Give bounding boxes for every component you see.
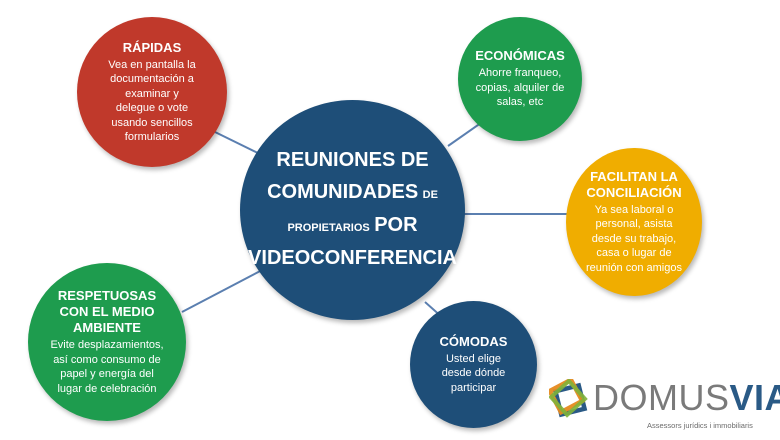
node-conciliacion-title: FACILITAN LA CONCILIACIÓN bbox=[586, 169, 681, 201]
text-line: así como consumo de bbox=[53, 353, 161, 366]
node-conciliacion: FACILITAN LA CONCILIACIÓN Ya sea laboral… bbox=[566, 148, 702, 296]
text-line: Usted elige bbox=[445, 352, 502, 365]
text-line: usando sencillos bbox=[111, 116, 193, 129]
logo-text-via: VIA bbox=[729, 377, 780, 418]
logo-tagline: Assessors jurídics i immobiliaris bbox=[647, 421, 753, 430]
node-respetuosas: RESPETUOSAS CON EL MEDIO AMBIENTE Evite … bbox=[28, 263, 186, 421]
central-text: POR bbox=[374, 214, 418, 236]
text-line: salas, etc bbox=[496, 96, 544, 109]
central-line-3: PROPIETARIOS POR bbox=[248, 210, 457, 243]
text-line: formularios bbox=[124, 131, 180, 143]
central-title: REUNIONES DE COMUNIDADES DE PROPIETARIOS… bbox=[248, 145, 457, 275]
node-comodas-text: Usted elige desde dónde participar bbox=[442, 352, 506, 396]
text-line: lugar de celebración bbox=[57, 382, 157, 395]
text-line: delegue o vote bbox=[115, 102, 189, 114]
central-node: REUNIONES DE COMUNIDADES DE PROPIETARIOS… bbox=[240, 100, 465, 320]
node-rapidas-title: RÁPIDAS bbox=[122, 39, 182, 55]
title-line: FACILITAN LA bbox=[590, 168, 678, 184]
domusvia-logo: DOMUSVIA Assessors jurídics i immobiliar… bbox=[549, 375, 780, 435]
text-line: Vea en pantalla la bbox=[108, 58, 196, 71]
central-text: COMUNIDADES bbox=[267, 181, 419, 203]
text-line: examinar y bbox=[125, 87, 179, 100]
central-text: DE bbox=[422, 189, 438, 201]
logo-wordmark: DOMUSVIA bbox=[593, 378, 780, 418]
text-line: participar bbox=[450, 381, 497, 394]
text-line: documentación a bbox=[110, 73, 194, 85]
node-comodas-title: CÓMODAS bbox=[439, 333, 508, 349]
node-economicas-title: ECONÓMICAS bbox=[475, 48, 565, 64]
node-economicas-text: Ahorre franqueo, copias, alquiler de sal… bbox=[476, 66, 565, 110]
central-line-2: COMUNIDADES DE bbox=[248, 177, 457, 210]
central-text: PROPIETARIOS bbox=[287, 222, 370, 234]
title-line: RESPETUOSAS bbox=[57, 288, 157, 303]
text-line: Ahorre franqueo, bbox=[478, 67, 562, 80]
text-line: desde su trabajo, bbox=[591, 232, 677, 245]
title-line: CON EL MEDIO bbox=[59, 304, 155, 319]
logo-mark-icon bbox=[549, 379, 588, 418]
central-line-4: VIDEOCONFERENCIA bbox=[248, 243, 457, 275]
title-line: CONCILIACIÓN bbox=[586, 184, 682, 200]
connector-respetuosas bbox=[181, 267, 267, 313]
node-conciliacion-text: Ya sea laboral o personal, asista desde … bbox=[586, 203, 682, 276]
text-line: Evite desplazamientos, bbox=[50, 339, 164, 351]
node-rapidas: RÁPIDAS Vea en pantalla la documentación… bbox=[77, 17, 227, 167]
text-line: casa o lugar de bbox=[596, 247, 672, 260]
central-text: REUNIONES DE bbox=[276, 149, 429, 171]
node-respetuosas-title: RESPETUOSAS CON EL MEDIO AMBIENTE bbox=[58, 288, 156, 336]
node-rapidas-text: Vea en pantalla la documentación a exami… bbox=[108, 58, 195, 145]
text-line: papel y energía del bbox=[60, 368, 154, 380]
text-line: copias, alquiler de bbox=[475, 81, 565, 94]
node-comodas: CÓMODAS Usted elige desde dónde particip… bbox=[410, 301, 537, 428]
text-line: desde dónde bbox=[441, 367, 506, 380]
title-line: AMBIENTE bbox=[73, 320, 141, 335]
text-line: personal, asista bbox=[595, 218, 673, 231]
node-economicas: ECONÓMICAS Ahorre franqueo, copias, alqu… bbox=[458, 17, 582, 141]
central-text: VIDEOCONFERENCIA bbox=[248, 247, 457, 269]
node-respetuosas-text: Evite desplazamientos, así como consumo … bbox=[50, 338, 163, 396]
connector-rapidas bbox=[214, 131, 263, 156]
text-line: reunión con amigos bbox=[585, 261, 682, 274]
logo-text-domus: DOMUS bbox=[593, 377, 730, 418]
central-line-1: REUNIONES DE bbox=[248, 145, 457, 177]
text-line: Ya sea laboral o bbox=[594, 203, 674, 216]
